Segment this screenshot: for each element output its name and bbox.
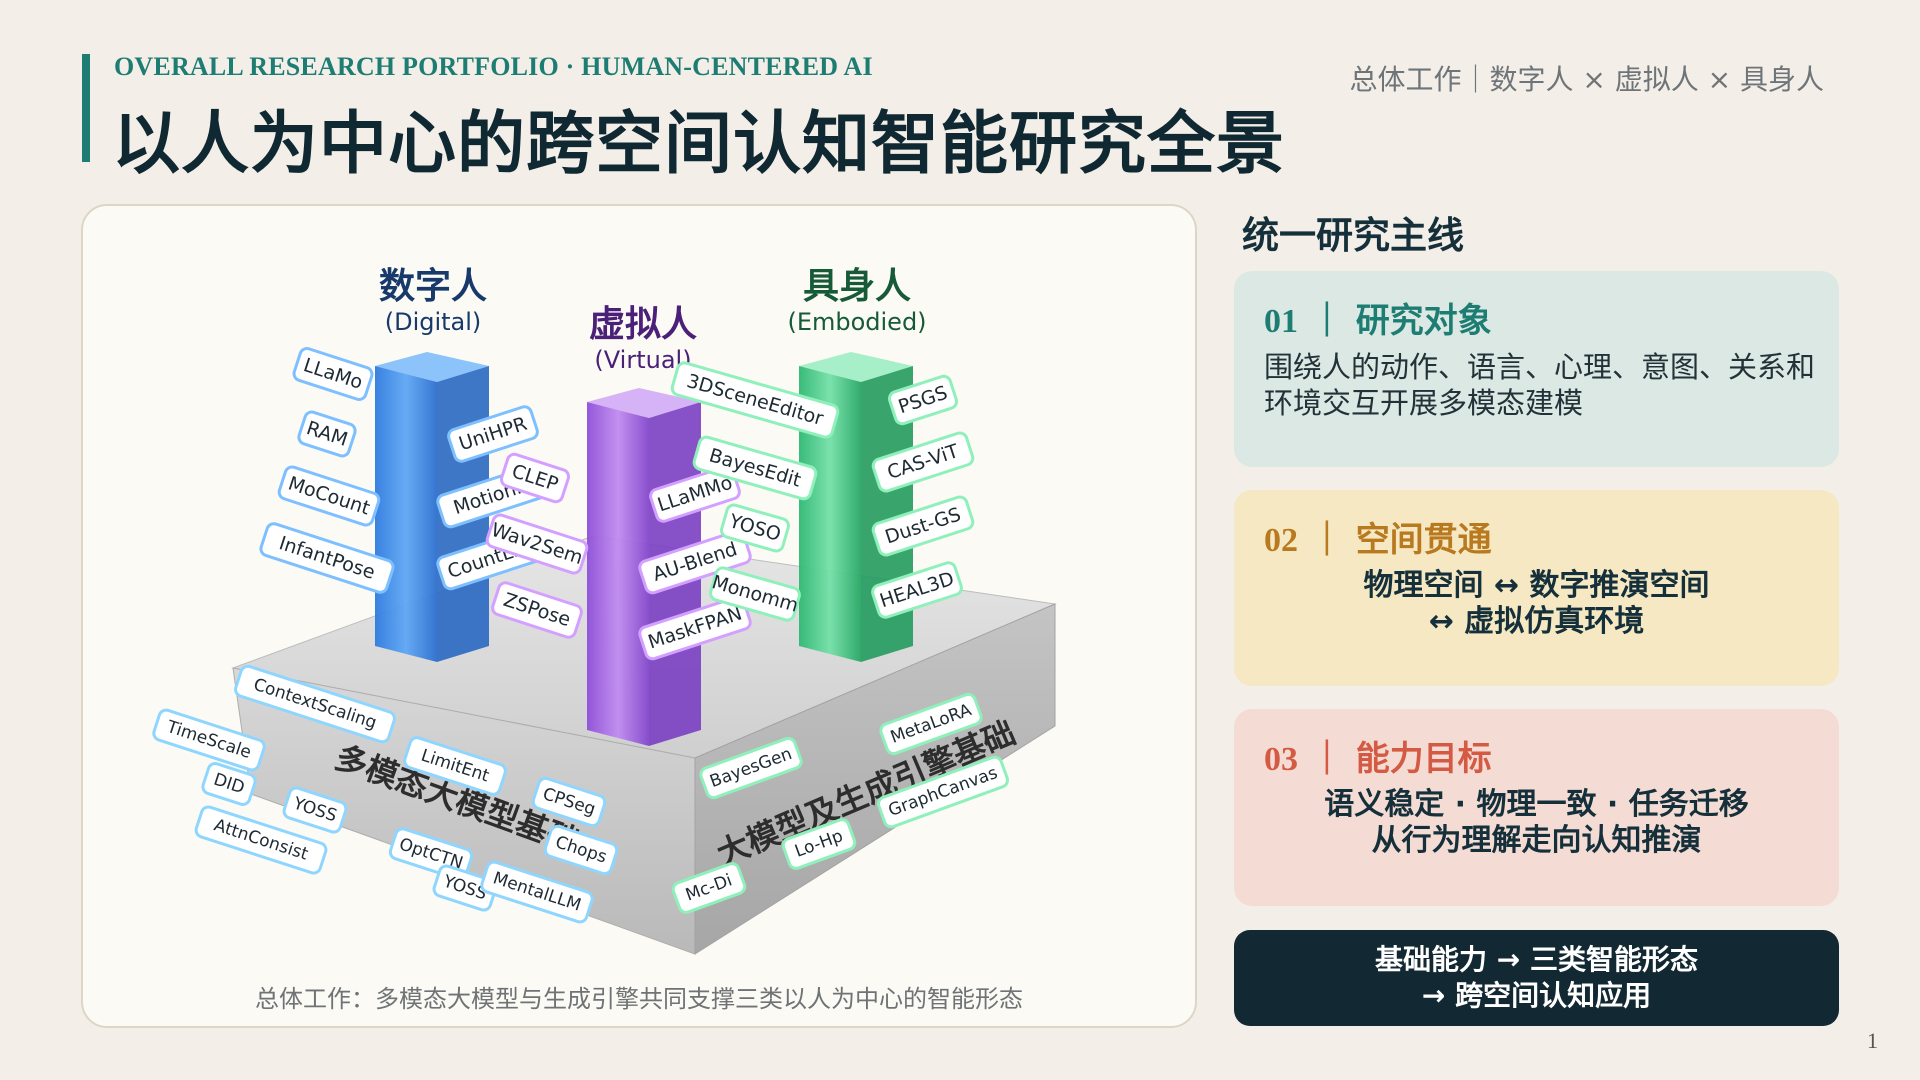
research-diagram: 数字人 (Digital) 虚拟人 (Virtual) 具身人 (Embodie… [152, 266, 1057, 955]
card-capability-goal: 03 ｜ 能力目标 语义稳定 · 物理一致 · 任务迁移 从行为理解走向认知推演 [1234, 709, 1839, 906]
card-separator: ｜ [1309, 520, 1344, 560]
page-number: 1 [1867, 1028, 1878, 1053]
method-tag: MoCount [277, 465, 381, 527]
method-tag: Mc-Di [671, 862, 747, 914]
method-tag: LLaMo [292, 347, 374, 401]
card-space-link-header: 02 ｜ 空间贯通 [1264, 512, 1492, 561]
card-number: 03 [1264, 741, 1298, 778]
section-tag: 总体工作｜数字人 × 虚拟人 × 具身人 [1349, 63, 1824, 96]
card-line-2: 从行为理解走向认知推演 [1371, 823, 1702, 858]
card-number: 02 [1264, 522, 1298, 559]
card-body: 语义稳定 · 物理一致 · 任务迁移 从行为理解走向认知推演 [1234, 787, 1839, 859]
pillar-virtual-subtitle: (Virtual) [594, 346, 691, 374]
method-tag: YOSS [432, 864, 498, 912]
research-figure: 数字人 (Digital) 虚拟人 (Virtual) 具身人 (Embodie… [81, 204, 1197, 1028]
card-space-link: 02 ｜ 空间贯通 物理空间 ↔ 数字推演空间 ↔ 虚拟仿真环境 [1234, 490, 1839, 686]
card-separator: ｜ [1309, 301, 1344, 341]
card-separator: ｜ [1309, 739, 1344, 779]
method-tag: CLEP [499, 452, 571, 504]
title-accent-bar [82, 54, 90, 162]
card-research-object: 01 ｜ 研究对象 围绕人的动作、语言、心理、意图、关系和环境交互开展多模态建模 [1234, 271, 1839, 467]
card-number: 01 [1264, 303, 1298, 340]
card-body: 围绕人的动作、语言、心理、意图、关系和环境交互开展多模态建模 [1264, 350, 1816, 420]
method-tag: PSGS [887, 374, 959, 426]
pillar-embodied-title: 具身人 [803, 266, 911, 307]
pillar-embodied-subtitle: (Embodied) [787, 308, 926, 336]
card-capability-goal-header: 03 ｜ 能力目标 [1264, 731, 1492, 780]
card-body: 物理空间 ↔ 数字推演空间 ↔ 虚拟仿真环境 [1234, 568, 1839, 640]
method-tag: YOSO [720, 503, 790, 553]
eyebrow-text: OVERALL RESEARCH PORTFOLIO · HUMAN-CENTE… [114, 52, 873, 81]
method-tag: RAM [297, 410, 357, 458]
method-tag: InfantPose [259, 522, 395, 594]
pillar-digital-subtitle: (Digital) [385, 308, 482, 336]
page-title: 以人为中心的跨空间认知智能研究全景 [112, 105, 1286, 184]
card-title: 能力目标 [1355, 739, 1492, 779]
method-tag: DID [201, 762, 257, 806]
card-line-2: ↔ 虚拟仿真环境 [1428, 604, 1645, 639]
pillar-virtual-title: 虚拟人 [589, 304, 697, 345]
figure-caption: 总体工作：多模态大模型与生成引擎共同支撑三类以人为中心的智能形态 [255, 985, 1023, 1013]
summary-line-1: 基础能力 → 三类智能形态 [1375, 943, 1698, 976]
card-line-1: 语义稳定 · 物理一致 · 任务迁移 [1324, 787, 1749, 822]
summary-line-2: → 跨空间认知应用 [1421, 979, 1652, 1012]
method-tag: YOSS [282, 786, 348, 834]
pillar-digital-title: 数字人 [379, 266, 487, 307]
side-heading: 统一研究主线 [1242, 214, 1464, 257]
card-research-object-header: 01 ｜ 研究对象 [1264, 293, 1492, 342]
card-title: 空间贯通 [1355, 520, 1492, 560]
card-line-1: 物理空间 ↔ 数字推演空间 [1363, 568, 1710, 603]
summary-bar: 基础能力 → 三类智能形态 → 跨空间认知应用 [1234, 930, 1839, 1026]
card-title: 研究对象 [1355, 301, 1492, 341]
